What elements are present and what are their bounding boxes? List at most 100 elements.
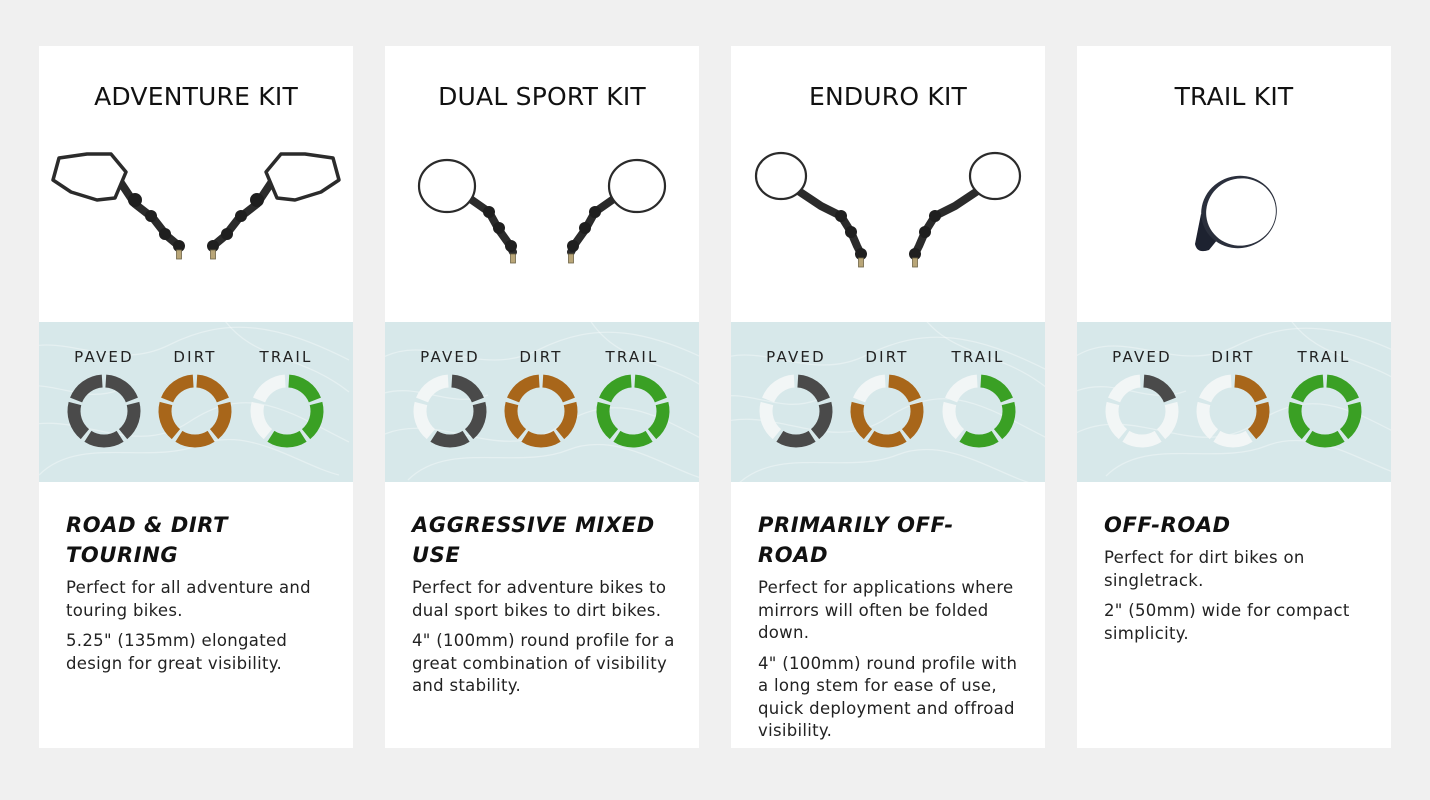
rating-segment: [542, 374, 575, 403]
label-dirt: DIRT: [865, 348, 909, 366]
mirror-pair-image: [51, 152, 341, 260]
terrain-rating-panel: PAVED DIRT TRAIL: [385, 322, 699, 482]
label-trail: TRAIL: [951, 348, 1005, 366]
rating-segment: [945, 374, 978, 403]
topo-line: [1291, 322, 1391, 378]
rating-segment: [1199, 374, 1232, 403]
card-subtitle: PRIMARILY OFF-ROAD: [758, 513, 954, 567]
rating-segment: [555, 401, 578, 440]
rating-segment: [1339, 401, 1362, 440]
topo-pattern: [731, 322, 1045, 482]
card-title: TRAIL KIT: [1174, 82, 1294, 111]
topo-line: [926, 322, 1045, 388]
card-spec: 4" (100mm) round profile with a long ste…: [758, 653, 1018, 741]
card-spec: 4" (100mm) round profile for a great com…: [412, 631, 675, 695]
rating-segment: [762, 374, 795, 403]
rating-segment: [1105, 401, 1128, 440]
terrain-rating-panel: PAVED DIRT TRAIL: [731, 322, 1045, 482]
topo-line: [39, 326, 350, 361]
rating-segment: [416, 374, 449, 403]
topo-line: [739, 448, 1030, 482]
topo-line: [385, 331, 699, 361]
right-mirror: [207, 152, 341, 260]
rating-segment: [158, 401, 181, 440]
rating-segment: [250, 401, 273, 440]
rating-segment: [888, 374, 921, 403]
rating-segment: [1247, 401, 1270, 440]
rating-segment: [759, 401, 782, 440]
topo-line: [731, 336, 1045, 370]
rating-segment: [84, 430, 124, 448]
card-description: Perfect for applications where mirrors w…: [758, 578, 1014, 642]
kit-card-adventure[interactable]: ADVENTURE KIT PAVED DIRT TRAIL ROAD & DI…: [39, 46, 353, 748]
terrain-rating-panel: PAVED DIRT TRAIL: [39, 322, 353, 482]
rating-segment: [288, 374, 321, 403]
rating-segment: [1108, 374, 1141, 403]
card-subtitle: OFF-ROAD: [1104, 513, 1231, 537]
card-title: ADVENTURE KIT: [94, 82, 298, 111]
left-mirror: [51, 152, 185, 260]
kit-card-enduro[interactable]: ENDURO KIT PAVED DIRT TRAIL PRIMARILY OF…: [731, 46, 1045, 748]
card-description: Perfect for adventure bikes to dual spor…: [412, 578, 667, 620]
card-description: Perfect for dirt bikes on singletrack.: [1104, 548, 1305, 590]
rating-segment: [613, 430, 653, 448]
rating-segment: [430, 430, 470, 448]
rating-segment: [70, 374, 103, 403]
rating-segment: [253, 374, 286, 403]
rating-segment: [776, 430, 816, 448]
rating-donuts: [413, 374, 670, 448]
label-paved: PAVED: [74, 348, 134, 366]
mirror-pair-image: [754, 151, 1022, 268]
rating-donuts: [1105, 374, 1362, 448]
rating-segment: [810, 401, 833, 440]
card-subtitle: ROAD & DIRT TOURING: [66, 513, 229, 567]
label-trail: TRAIL: [605, 348, 659, 366]
rating-segment: [413, 401, 436, 440]
rating-segment: [1143, 374, 1176, 403]
rating-segment: [209, 401, 232, 440]
topo-line: [39, 402, 350, 443]
topo-line: [1077, 327, 1391, 357]
rating-segment: [301, 401, 324, 440]
right-mirror: [567, 158, 667, 264]
rating-segment: [1196, 401, 1219, 440]
rating-segment: [980, 374, 1013, 403]
rating-segment: [942, 401, 965, 440]
label-trail: TRAIL: [1297, 348, 1351, 366]
rating-segment: [464, 401, 487, 440]
rating-segment: [596, 401, 619, 440]
topo-line: [225, 322, 350, 393]
rating-segment: [1288, 401, 1311, 440]
label-dirt: DIRT: [519, 348, 563, 366]
card-title: ENDURO KIT: [808, 82, 968, 111]
left-mirror: [754, 151, 867, 268]
rating-segment: [118, 401, 141, 440]
rating-segment: [1234, 374, 1267, 403]
rating-segment: [853, 374, 886, 403]
rating-segment: [867, 430, 907, 448]
rating-segment: [507, 374, 540, 403]
rating-segment: [1291, 374, 1324, 403]
kit-card-trail[interactable]: TRAIL KIT PAVED DIRT TRAIL OFF-ROAD Perf…: [1077, 46, 1391, 748]
kit-cards: ADVENTURE KIT PAVED DIRT TRAIL ROAD & DI…: [39, 46, 1391, 748]
topo-line: [1105, 439, 1391, 477]
compact-mirror: [1195, 175, 1277, 252]
rating-segment: [1122, 430, 1162, 448]
rating-segment: [504, 401, 527, 440]
kit-card-dual-sport[interactable]: DUAL SPORT KIT PAVED DIRT TRAIL AGGRESSI…: [385, 46, 699, 748]
rating-segment: [521, 430, 561, 448]
rating-donuts: [67, 374, 324, 448]
rating-segment: [161, 374, 194, 403]
rating-donuts: [759, 374, 1016, 448]
label-dirt: DIRT: [1211, 348, 1255, 366]
rating-segment: [196, 374, 229, 403]
label-paved: PAVED: [766, 348, 826, 366]
card-title: DUAL SPORT KIT: [438, 82, 646, 111]
mirror-pair-image: [417, 158, 667, 264]
rating-segment: [850, 401, 873, 440]
rating-segment: [1326, 374, 1359, 403]
topo-line: [407, 443, 699, 481]
rating-segment: [647, 401, 670, 440]
rating-segment: [1305, 430, 1345, 448]
rating-segment: [901, 401, 924, 440]
